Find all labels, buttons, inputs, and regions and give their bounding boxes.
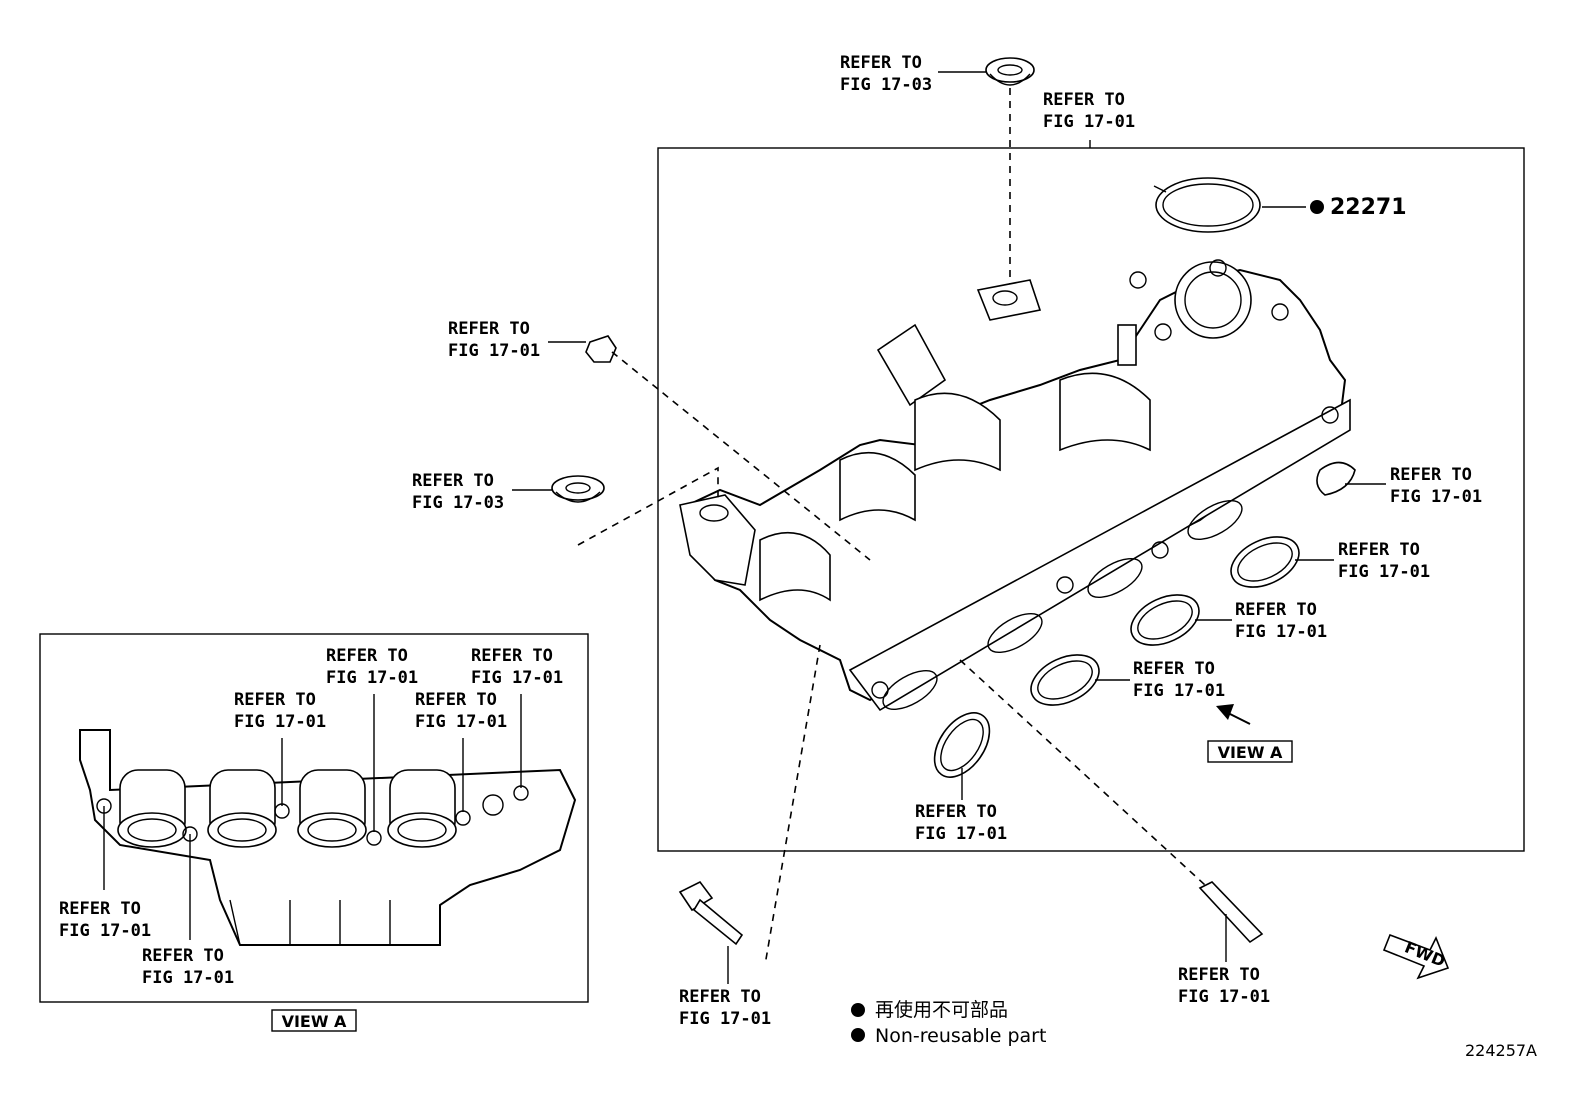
callout-viewa-3[interactable]: REFER TO FIG 17-01	[234, 690, 326, 732]
callout-gasket-1[interactable]: REFER TO FIG 17-01	[1390, 465, 1482, 507]
stud-bolt-part[interactable]	[1198, 881, 1264, 944]
view-a-inset-label: VIEW A	[282, 1012, 347, 1031]
view-a-box	[1207, 740, 1293, 763]
gasket-port-2-part[interactable]	[1123, 585, 1207, 655]
gasket-port-4-part[interactable]	[923, 703, 1000, 787]
legend-dot-icon	[851, 1028, 865, 1042]
top-grommet-part[interactable]	[985, 57, 1035, 86]
gasket-small-part[interactable]	[1316, 461, 1356, 496]
callout-top-manifold[interactable]: REFER TO FIG 17-01	[1043, 90, 1135, 132]
drawing-code: 224257A	[1465, 1041, 1537, 1060]
view-a-manifold-drawing	[79, 729, 577, 946]
callout-viewa-2[interactable]: REFER TO FIG 17-01	[471, 646, 563, 688]
intake-manifold-body	[679, 259, 1351, 712]
callout-gasket-4[interactable]: REFER TO FIG 17-01	[1133, 659, 1225, 701]
view-a-inset-box	[271, 1009, 357, 1032]
callout-gasket-2[interactable]: REFER TO FIG 17-01	[1338, 540, 1430, 582]
left-grommet-part[interactable]	[551, 475, 605, 503]
callout-gasket-5[interactable]: REFER TO FIG 17-01	[915, 802, 1007, 844]
nut-part[interactable]	[585, 335, 617, 363]
legend-japanese: 再使用不可部品	[875, 999, 1008, 1021]
bolt-part[interactable]	[678, 880, 744, 946]
view-a-inset-frame	[39, 633, 589, 1003]
callout-viewa-1[interactable]: REFER TO FIG 17-01	[326, 646, 418, 688]
callout-gasket-3[interactable]: REFER TO FIG 17-01	[1235, 600, 1327, 642]
view-a-label: VIEW A	[1218, 743, 1283, 762]
assembly-frame	[657, 147, 1525, 852]
legend-english: Non-reusable part	[875, 1025, 1046, 1047]
callout-viewa-6[interactable]: REFER TO FIG 17-01	[142, 946, 234, 988]
callout-nut[interactable]: REFER TO FIG 17-01	[448, 319, 540, 361]
callout-line: FIG 17-03	[840, 75, 932, 95]
callout-viewa-5[interactable]: REFER TO FIG 17-01	[59, 899, 151, 941]
callout-stud[interactable]: REFER TO FIG 17-01	[1178, 965, 1270, 1007]
callout-bolt[interactable]: REFER TO FIG 17-01	[679, 987, 771, 1029]
gasket-22271-part[interactable]	[1153, 177, 1261, 233]
callout-viewa-4[interactable]: REFER TO FIG 17-01	[415, 690, 507, 732]
gasket-port-1-part[interactable]	[1223, 527, 1307, 597]
legend-dot-icon	[851, 1003, 865, 1017]
fwd-arrow-icon: FWD	[1382, 933, 1450, 980]
view-a-arrow-icon	[1216, 704, 1251, 725]
gasket-port-3-part[interactable]	[1023, 645, 1107, 715]
callout-left-grommet[interactable]: REFER TO FIG 17-03	[412, 471, 504, 513]
non-reusable-marker-icon	[1310, 200, 1324, 214]
part-number-22271[interactable]: 22271	[1330, 195, 1407, 220]
callout-line: REFER TO	[840, 53, 922, 73]
callout-top-gasket[interactable]: REFER TO FIG 17-03	[840, 53, 932, 95]
